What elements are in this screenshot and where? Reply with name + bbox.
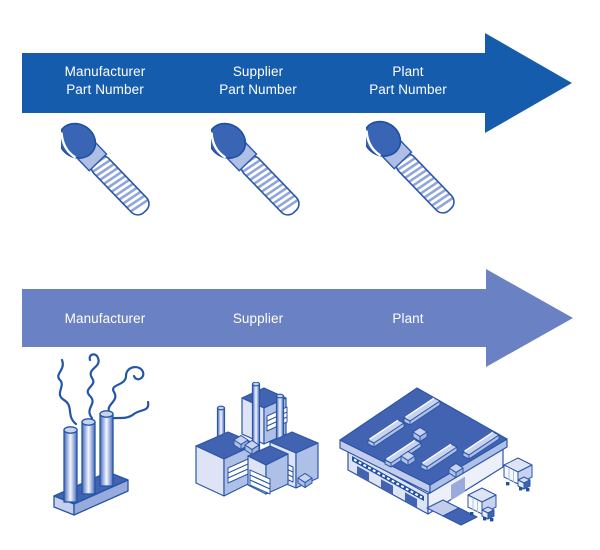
- top-arrow-shape: [22, 33, 572, 133]
- top-flow-label-supplier: Supplier Part Number: [188, 63, 328, 99]
- manufacturer-smokestacks-icon: [53, 353, 150, 516]
- label-line1: Supplier: [232, 64, 284, 79]
- truck-icon: [503, 457, 533, 492]
- carriage-bolt-icon: [211, 122, 303, 222]
- bottom-arrow-shape: [22, 269, 573, 367]
- label-line2: Part Number: [66, 82, 144, 97]
- plant-warehouse-icon: [339, 387, 533, 526]
- bottom-flow-label-manufacturer: Manufacturer: [64, 311, 146, 326]
- label-line2: Part Number: [219, 82, 297, 97]
- supplier-factory-icon: [195, 382, 319, 497]
- top-flow-arrow: [22, 33, 572, 133]
- smokestack-chimneys: [63, 410, 114, 503]
- bottom-flow-arrow: [22, 269, 573, 367]
- carriage-bolt-icon: [366, 120, 458, 220]
- top-flow-label-plant: Plant Part Number: [338, 63, 478, 99]
- label-line2: Part Number: [369, 82, 447, 97]
- factory-buildings: [195, 382, 319, 497]
- bottom-flow-label-plant: Plant: [392, 311, 424, 326]
- bottom-flow-label-supplier: Supplier: [232, 311, 284, 326]
- carriage-bolt-icon: [61, 122, 153, 222]
- label-line1: Plant: [392, 64, 424, 79]
- warehouse-building: [339, 387, 508, 526]
- top-flow-label-manufacturer: Manufacturer Part Number: [35, 63, 175, 99]
- label-line1: Manufacturer: [64, 64, 146, 79]
